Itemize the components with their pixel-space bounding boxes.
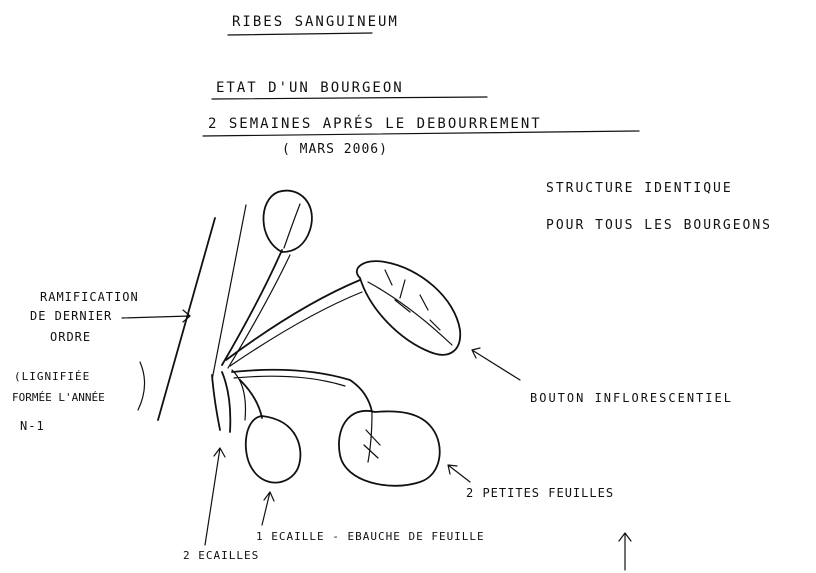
ecaille-ebauche — [246, 416, 301, 483]
date: ( MARS 2006) — [282, 142, 388, 157]
subtitle-2: 2 SEMAINES APRÉS LE DEBOURREMENT — [208, 115, 542, 132]
label-ecailles: 2 ECAILLES — [183, 549, 259, 562]
leaf-top-vein — [284, 204, 300, 248]
label-bouton: BOUTON INFLORESCENTIEL — [530, 391, 733, 405]
branch-stem — [158, 218, 215, 420]
petiole-inflorescence — [226, 280, 360, 360]
title: RIBES SANGUINEUM — [232, 14, 399, 30]
label-lignifiee-2: FORMÉE L'ANNÉE — [12, 391, 105, 404]
label-ramification-3: ORDRE — [50, 330, 91, 344]
ecaille-arrow-icon — [262, 492, 274, 525]
ramification-arrow-icon — [122, 310, 190, 322]
petiole-lower-2 — [234, 376, 345, 386]
lignifiee-bracket — [138, 362, 145, 410]
bouton-arrow-icon — [472, 348, 520, 380]
subtitle-1: ETAT D'UN BOURGEON — [216, 80, 404, 96]
petiole-ecaille — [240, 380, 262, 418]
note-line-1: STRUCTURE IDENTIQUE — [546, 181, 733, 196]
bud-scale-left — [212, 375, 220, 430]
label-lignifiee-1: (LIGNIFIÉE — [14, 370, 90, 383]
petiole-top — [222, 250, 282, 365]
label-ramification-2: DE DERNIER — [30, 309, 112, 323]
subtitle-1-underline — [212, 97, 487, 99]
petite-feuille-1 — [339, 411, 440, 486]
label-ecaille-ebauche: 1 ECAILLE - EBAUCHE DE FEUILLE — [256, 530, 485, 543]
title-underline — [228, 33, 372, 35]
inflorescence-vein — [368, 270, 452, 345]
note-line-2: POUR TOUS LES BOURGEONS — [546, 218, 772, 233]
bottom-arrow-icon — [619, 533, 631, 570]
label-lignifiee-3: N-1 — [20, 419, 45, 433]
petiole-inflorescence-2 — [230, 292, 362, 366]
bud-scale-mid — [222, 372, 230, 432]
label-petites-feuilles: 2 PETITES FEUILLES — [466, 486, 614, 500]
label-ramification-1: RAMIFICATION — [40, 290, 139, 304]
ecailles-arrow-icon — [205, 448, 225, 545]
petite-feuille-1-vein — [364, 412, 380, 462]
leaf-top — [263, 191, 311, 252]
petites-feuilles-arrow-icon — [448, 465, 470, 482]
